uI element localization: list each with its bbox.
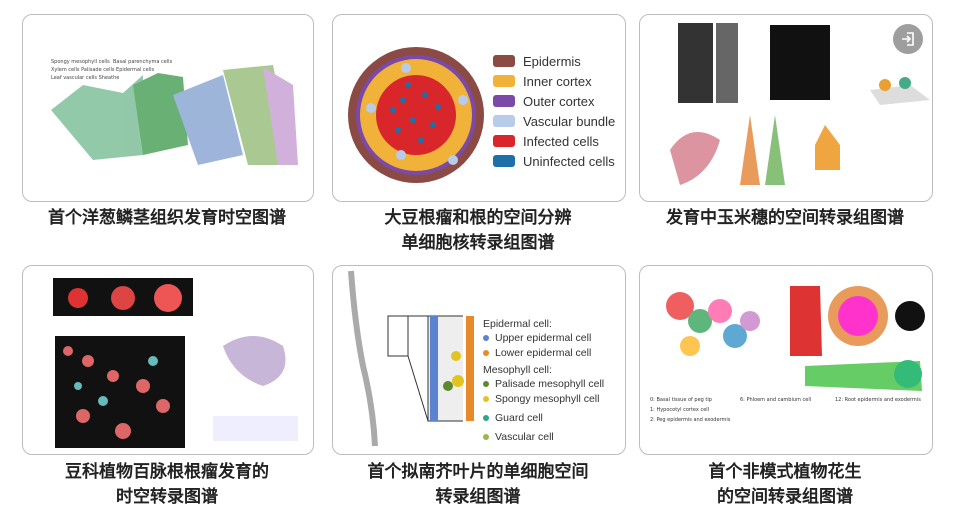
caption-line: 大豆根瘤和根的空间分辨 [384, 208, 572, 228]
caption-line: 的空间转录组图谱 [717, 487, 853, 507]
leaf-legend: Epidermal cell: Upper epidermal cell Low… [483, 314, 604, 444]
legend-item: Epidermis [493, 51, 615, 71]
caption-line: 首个非模式植物花生 [708, 462, 862, 482]
svg-text:1: Hypocotyl cortex cell: 1: Hypocotyl cortex cell [650, 407, 709, 413]
legend-label: Upper epidermal cell [495, 331, 592, 344]
caption-line: 发育中玉米穗的空间转录组图谱 [666, 208, 904, 228]
caption-line: 首个拟南芥叶片的单细胞空间 [367, 462, 589, 482]
legend-item: Outer cortex [493, 91, 615, 111]
legend-item: Uninfected cells [493, 151, 615, 171]
legend-label: Lower epidermal cell [495, 346, 592, 359]
caption-line: 转录组图谱 [435, 487, 521, 507]
legend-label: Vascular bundle [523, 113, 616, 129]
svg-text:12: Root epidermis and exoderm: 12: Root epidermis and exodermis [835, 397, 921, 403]
svg-text:Leaf vascular cells Sheathe: Leaf vascular cells Sheathe [51, 75, 119, 81]
legend-item: Upper epidermal cell [483, 330, 604, 345]
legend-item: Lower epidermal cell [483, 345, 604, 360]
legend-item: Infected cells [493, 131, 615, 151]
legend-label: Palisade mesophyll cell [495, 377, 605, 390]
lotus-nodule-figure [53, 278, 298, 448]
panel-lotus-figure [22, 265, 314, 455]
legend-item: Inner cortex [493, 71, 615, 91]
legend-item: Guard cell [483, 410, 604, 425]
legend-label: Uninfected cells [523, 153, 615, 169]
legend-label: Inner cortex [523, 73, 592, 89]
caption-line: 时空转录图谱 [116, 487, 218, 507]
svg-text:Spongy mesophyll cells: Spongy mesophyll cells [51, 59, 110, 65]
peanut-figure: 0: Basal tissue of peg tip 1: Hypocotyl c… [650, 286, 925, 423]
panel-arabidopsis-figure: Epidermal cell: Upper epidermal cell Low… [332, 265, 626, 455]
caption-line: 豆科植物百脉根根瘤发育的 [65, 462, 269, 482]
panel-peanut-figure: 0: Basal tissue of peg tip 1: Hypocotyl c… [639, 265, 933, 455]
panel-caption: 发育中玉米穗的空间转录组图谱 [639, 206, 931, 231]
legend-label: Vascular cell [495, 430, 554, 443]
legend-item: Vascular bundle [493, 111, 615, 131]
leaf-zoom-inset [430, 316, 474, 421]
panel-soybean-figure: Epidermis Inner cortex Outer cortex Vasc… [332, 14, 626, 202]
panel-maize-figure [639, 14, 933, 202]
legend-group-title: Epidermal cell: [483, 318, 552, 330]
legend-item: Spongy mesophyll cell [483, 391, 604, 406]
svg-text:6: Phloem and cambium cell: 6: Phloem and cambium cell [740, 397, 811, 403]
exit-button[interactable] [893, 24, 923, 54]
panel-caption: 首个非模式植物花生 的空间转录组图谱 [639, 460, 931, 510]
legend-label: Epidermis [523, 53, 581, 69]
legend-item: Palisade mesophyll cell [483, 376, 604, 391]
maize-ear-figure [670, 23, 930, 185]
caption-line: 单细胞核转录组图谱 [401, 233, 555, 253]
svg-text:Basal parenchyma cells: Basal parenchyma cells [113, 59, 173, 65]
legend-label: Guard cell [495, 411, 543, 424]
panel-caption: 大豆根瘤和根的空间分辨 单细胞核转录组图谱 [332, 206, 624, 256]
legend-label: Spongy mesophyll cell [495, 392, 600, 405]
svg-text:Xylem cells Palisade cells E: Xylem cells Palisade cells Epidermal cel… [51, 67, 155, 73]
nodule-legend: Epidermis Inner cortex Outer cortex Vasc… [493, 51, 615, 171]
panel-caption: 首个拟南芥叶片的单细胞空间 转录组图谱 [332, 460, 624, 510]
svg-text:2: Peg epidermis and exodermis: 2: Peg epidermis and exodermis [650, 417, 731, 423]
legend-label: Infected cells [523, 133, 599, 149]
legend-group-title: Mesophyll cell: [483, 364, 552, 376]
panel-caption: 豆科植物百脉根根瘤发育的 时空转录图谱 [22, 460, 312, 510]
svg-text:0: Basal tissue of peg tip: 0: Basal tissue of peg tip [650, 397, 712, 403]
exit-icon [902, 32, 914, 46]
nodule-diagram [348, 47, 484, 183]
caption-line: 首个洋葱鳞茎组织发育时空图谱 [48, 208, 286, 228]
legend-label: Outer cortex [523, 93, 595, 109]
panel-caption: 首个洋葱鳞茎组织发育时空图谱 [22, 206, 312, 231]
legend-item: Vascular cell [483, 429, 604, 444]
